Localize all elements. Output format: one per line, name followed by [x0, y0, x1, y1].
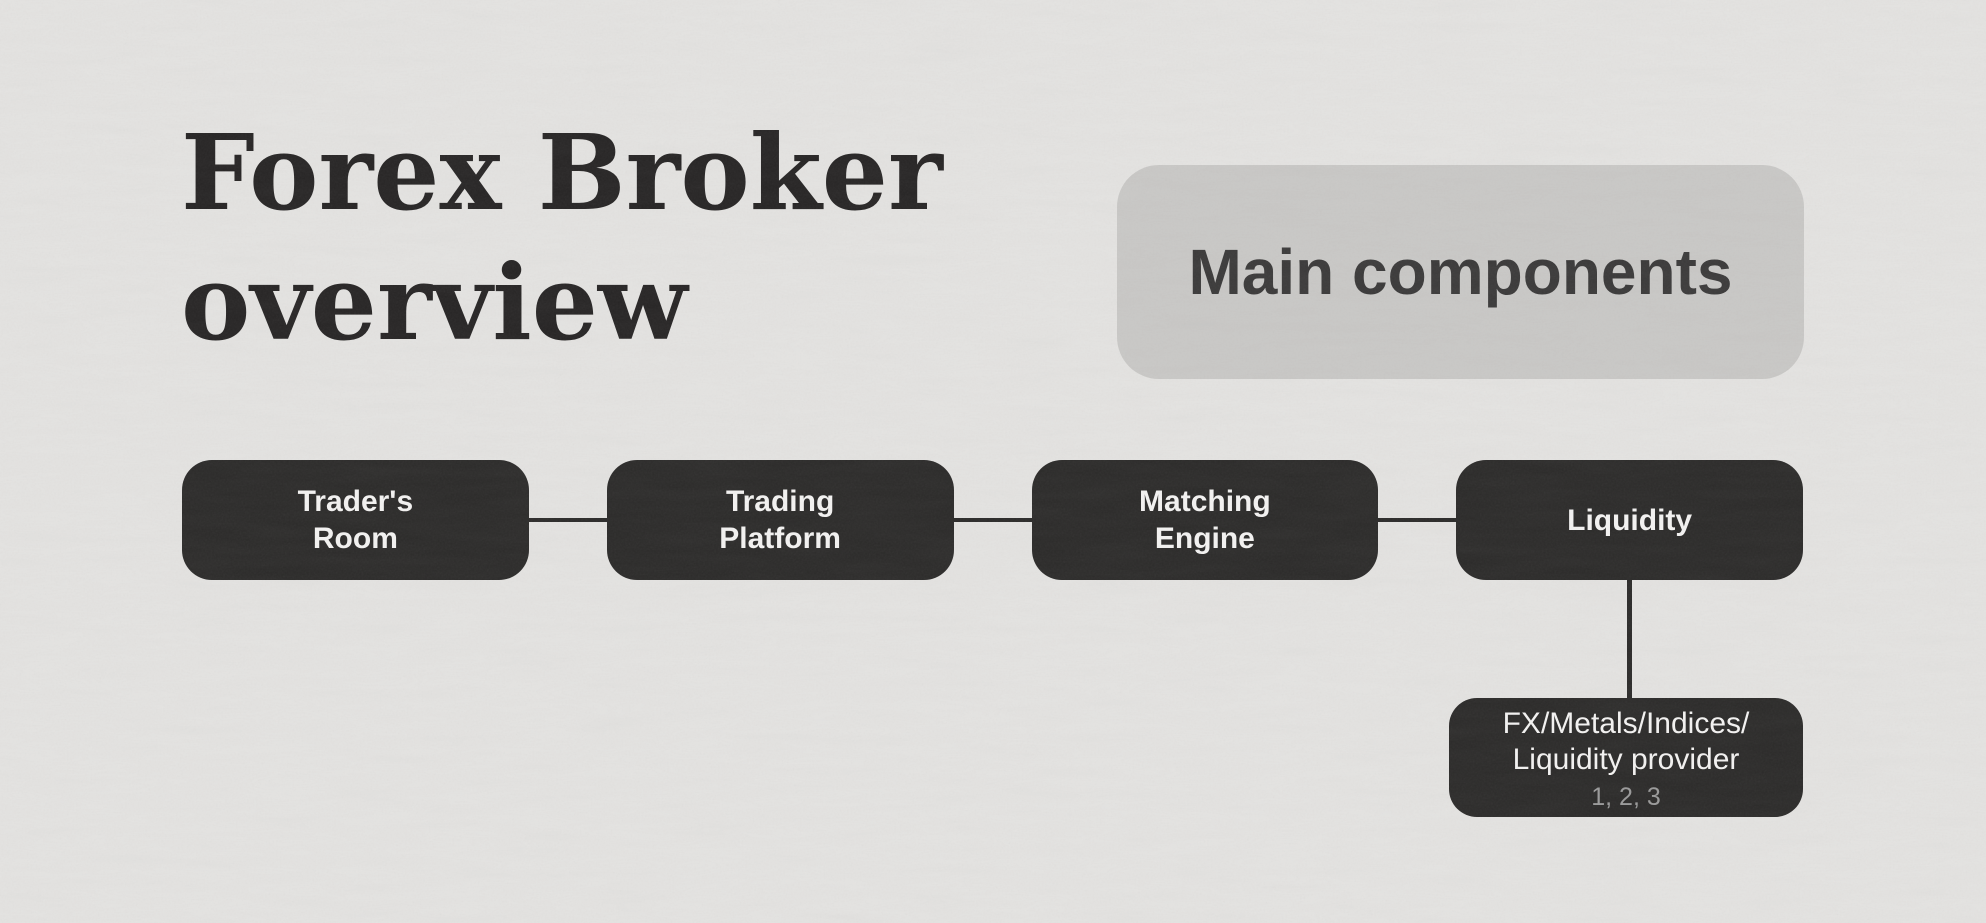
node-trading-platform-label-line-2: Platform [719, 522, 841, 555]
node-liquidity-provider-label-line-2: Liquidity provider [1512, 742, 1740, 776]
flow-row: Trader's Room Trading Platform Matching … [182, 460, 1803, 580]
node-traders-room-label-line-1: Trader's [297, 485, 414, 518]
page-title: Forex Broker overview [181, 108, 943, 368]
node-matching-engine-label-line-1: Matching [1139, 485, 1271, 518]
main-components-badge-label: Main components [1188, 236, 1733, 308]
node-liquidity-provider-note: 1, 2, 3 [1591, 782, 1661, 811]
node-traders-room-label-line-2: Room [312, 522, 398, 555]
node-liquidity-provider-label-line-1: FX/Metals/Indices/ [1502, 706, 1750, 740]
page-title-line-1: Forex Broker [181, 111, 943, 234]
connector-liquidity-to-provider [1627, 578, 1632, 700]
node-liquidity: Liquidity [1456, 460, 1803, 580]
node-traders-room: Trader's Room [182, 460, 529, 580]
node-trading-platform: Trading Platform [606, 460, 954, 580]
node-liquidity-label: Liquidity [1567, 503, 1693, 537]
node-matching-engine-label-line-2: Engine [1154, 522, 1255, 555]
node-liquidity-provider: FX/Metals/Indices/ Liquidity provider 1,… [1449, 698, 1803, 817]
main-components-badge: Main components [1117, 165, 1804, 379]
node-matching-engine: Matching Engine [1031, 460, 1379, 580]
node-trading-platform-label-line-1: Trading [725, 485, 835, 518]
page-title-line-2: overview [181, 241, 688, 364]
